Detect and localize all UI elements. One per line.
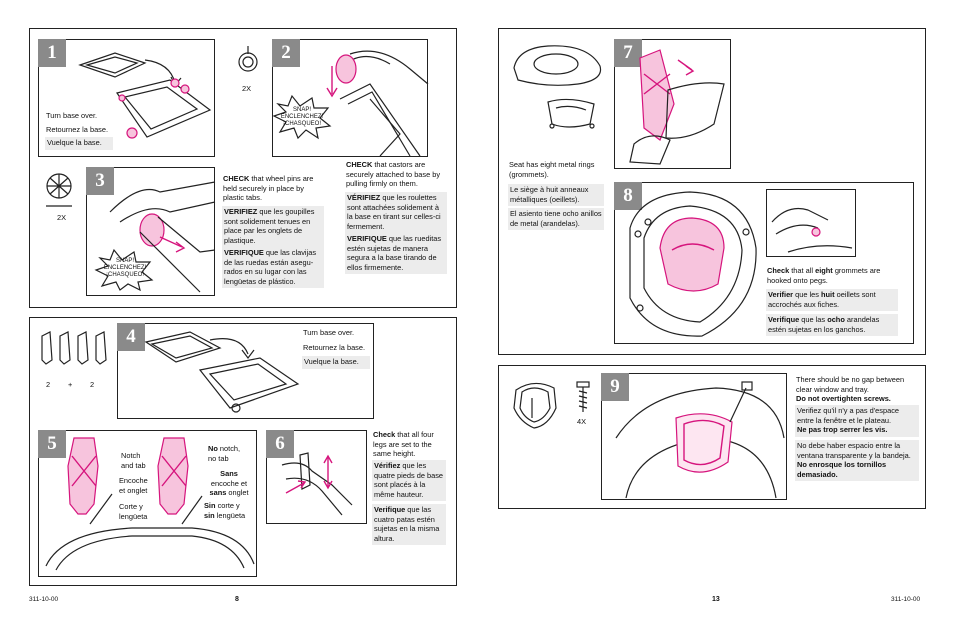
step3-check-es: VERIFIQUE que las clavijas de las ruedas…: [222, 247, 324, 289]
snap-burst-shape: [94, 248, 154, 292]
seat-attach-illustration: [629, 49, 725, 165]
step8-check-en: Check that all eight grommets are hooked…: [767, 266, 881, 285]
step8-check-es: Verifique que las ocho arandelas estén s…: [766, 314, 898, 337]
footer-right-page: 13: [712, 596, 720, 603]
footer-left-code: 311-10-00: [29, 596, 59, 603]
step6-check-fr: Vérifiez que les quatre pieds de base so…: [372, 460, 446, 502]
step2-snap-text: SNAP! ENCLENCHEZ! ¡CHASQUEO!: [280, 107, 324, 127]
step1-fr: Retournez la base.: [46, 125, 109, 134]
base-flip-illustration: [144, 331, 300, 413]
wheel-pin-illustration: [109, 181, 216, 293]
step9-badge: 9: [601, 373, 629, 401]
step6-check-es: Verifique que las cuatro patas estén suj…: [372, 504, 446, 546]
step2-badge: 2: [272, 39, 300, 67]
wheel-icon: [46, 173, 72, 207]
step6-badge: 6: [266, 430, 294, 458]
step4-plus: +: [68, 380, 73, 389]
seat-ring-illustration: [513, 45, 602, 129]
step2-count: 2X: [242, 84, 252, 93]
step4-es: Vuelque la base.: [302, 356, 370, 369]
step3-badge: 3: [86, 167, 114, 195]
step1-es: Vuelque la base.: [45, 137, 113, 150]
step9-count: 4X: [577, 417, 587, 426]
step4-qty-right: 2: [90, 380, 95, 389]
step9-fr: Verifiez qu'il n'y a pas d'espace entre …: [795, 405, 919, 437]
step3-snap-text: SNAP! ENCLENCHEZ! ¡CHASQUEO!: [103, 258, 147, 278]
step5-badge: 5: [38, 430, 66, 458]
grommet-hook-detail: [771, 207, 853, 253]
snap-burst-shape: [272, 94, 332, 140]
seat-grommet-illustration: [629, 191, 757, 337]
leg-height-illustration: [281, 452, 353, 516]
step3-check-fr: VERIFIEZ que les goupilles sont solideme…: [222, 206, 324, 248]
step6-check-en: Check that all four legs are set to the …: [373, 430, 434, 459]
step8-check-fr: Verifier que les huit oeillets sont accr…: [766, 289, 898, 312]
step4-qty-left: 2: [46, 380, 51, 389]
step3-count: 2X: [57, 213, 67, 222]
step1-en: Turn base over.: [46, 111, 98, 120]
step7-badge: 7: [614, 39, 642, 67]
castor-insert-illustration: [326, 50, 429, 157]
step3-check-en: CHECK that wheel pins are held securely …: [223, 174, 314, 203]
step8-badge: 8: [614, 182, 642, 210]
window-part-icon: [513, 382, 557, 429]
step7-en: Seat has eight metal rings (grommets).: [509, 160, 595, 179]
step8-detail-frame: [766, 189, 856, 257]
step9-en: There should be no gap between clear win…: [796, 375, 905, 404]
legs-parts-icon: [41, 331, 107, 365]
step9-es: No debe haber espacio entre la ventana t…: [795, 440, 919, 482]
step5-notch-es: Corte y lengüeta: [119, 502, 148, 521]
footer-right-code: 311-10-00: [891, 596, 921, 603]
screw-icon: [576, 381, 590, 412]
castor-check-en: CHECK that castors are securely attached…: [346, 160, 441, 189]
castor-part-icon: [238, 46, 258, 72]
step4-badge: 4: [117, 323, 145, 351]
step5-notch-en: Notch and tab: [121, 451, 146, 470]
step1-badge: 1: [38, 39, 66, 67]
legs-notch-illustration: [45, 437, 255, 571]
step4-en: Turn base over.: [303, 328, 355, 337]
step5-no-notch: No notch, no tab: [208, 444, 241, 463]
step5-notch-fr: Encoche et onglet: [119, 476, 148, 495]
footer-left-page: 8: [235, 596, 239, 603]
castor-check-fr: VÉRIFIEZ que les roulettes sont attachée…: [345, 192, 447, 234]
step7-fr: Le siège à huit anneaux métalliques (oei…: [508, 184, 604, 207]
window-install-illustration: [615, 381, 785, 499]
step7-es: El asiento tiene ocho anillos de metal (…: [508, 208, 604, 231]
base-illustration: [78, 52, 212, 139]
step4-fr: Retournez la base.: [303, 343, 366, 352]
castor-check-es: VERIFIQUE que las rueditas estén sujetas…: [345, 233, 447, 275]
